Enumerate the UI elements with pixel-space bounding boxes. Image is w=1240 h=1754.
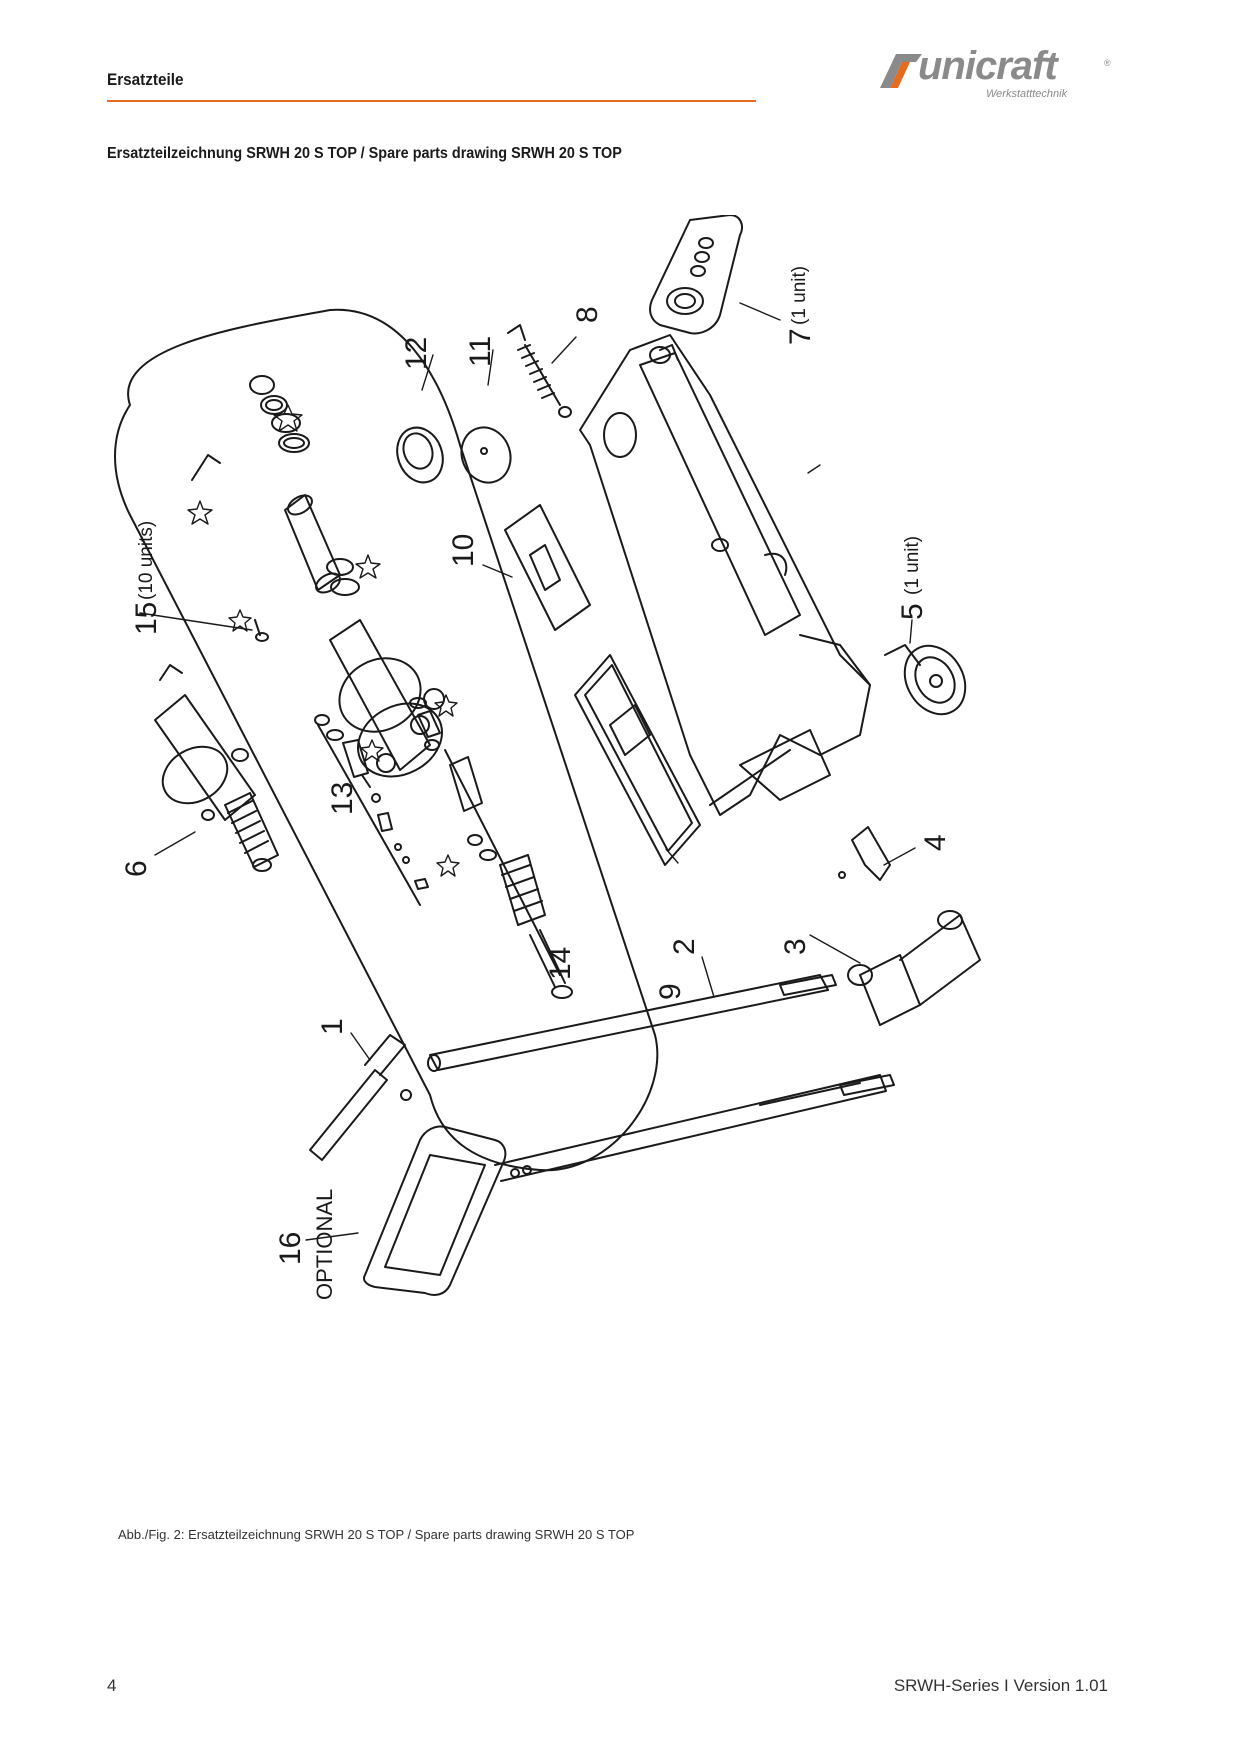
- callout-12: 12: [400, 337, 433, 370]
- brand-logo: unicraft ® Werkstatttechnik: [876, 44, 1116, 110]
- seal-kit-stars: [187, 404, 460, 877]
- wheel-part-5: [884, 644, 967, 716]
- callout-6: 6: [120, 860, 153, 877]
- kit-card-part-7: [649, 215, 743, 335]
- figure-caption: Abb./Fig. 2: Ersatzteilzeichnung SRWH 20…: [118, 1527, 635, 1542]
- cover-part-11: [460, 426, 512, 484]
- loop-handle-part-16: [363, 1074, 895, 1296]
- pump-assembly-part-6: [154, 664, 279, 872]
- main-frame-part: [579, 334, 871, 816]
- exploded-parts-drawing: 7 (1 unit) 8 11 12 10 15 (10 units) 5 (1…: [114, 215, 981, 1300]
- cap-part-12: [396, 426, 444, 484]
- drawing-heading: Ersatzteilzeichnung SRWH 20 S TOP / Spar…: [107, 145, 622, 162]
- callout-16-note: OPTIONAL: [312, 1189, 337, 1300]
- callout-5: 5: [896, 603, 929, 620]
- callout-4: 4: [919, 834, 952, 851]
- handle-socket-part-3: [847, 910, 981, 1026]
- t-handle-part-1: [309, 1034, 412, 1161]
- page-number: 4: [107, 1676, 117, 1695]
- header-rule: [107, 100, 756, 102]
- fitting-part-15: [254, 619, 269, 642]
- callout-7-note: (1 unit): [789, 266, 810, 325]
- logo-wordmark: unicraft: [918, 44, 1058, 88]
- seal-rings-top: [249, 375, 360, 596]
- handle-tube-part-2: [427, 974, 837, 1072]
- callout-14: 14: [544, 947, 577, 980]
- bracket-part-4: [838, 826, 891, 881]
- callout-3: 3: [779, 938, 812, 955]
- callout-5-note: (1 unit): [902, 536, 923, 595]
- valve-parts-14: [409, 697, 573, 999]
- callout-9: 9: [654, 983, 687, 1000]
- valve-parts-13: [314, 714, 429, 906]
- logo-subtitle: Werkstatttechnik: [986, 88, 1068, 100]
- callout-8: 8: [571, 306, 604, 323]
- callout-15-note: (10 units): [136, 521, 157, 600]
- return-spring-part-8: [507, 324, 572, 418]
- callout-11: 11: [464, 336, 497, 367]
- callout-10: 10: [447, 534, 480, 567]
- callout-13: 13: [326, 782, 359, 815]
- pump-cylinder-part: [284, 494, 445, 778]
- callout-1: 1: [316, 1018, 349, 1035]
- callout-2: 2: [668, 938, 701, 955]
- hydraulic-group-outline: [114, 308, 659, 1172]
- saddle-plate-part-10: [504, 504, 591, 631]
- logo-mark-icon: [880, 54, 922, 88]
- section-title: Ersatzteile: [107, 70, 184, 89]
- retaining-clip-part: [191, 454, 221, 481]
- callout-7: 7: [784, 328, 817, 345]
- callout-leaders: [139, 302, 916, 1241]
- logo-registered-mark: ®: [1104, 58, 1111, 68]
- footer-version: SRWH-Series I Version 1.01: [893, 1676, 1108, 1695]
- tray-part-9: [574, 654, 701, 866]
- callout-15: 15: [130, 602, 163, 635]
- callout-16: 16: [274, 1232, 307, 1265]
